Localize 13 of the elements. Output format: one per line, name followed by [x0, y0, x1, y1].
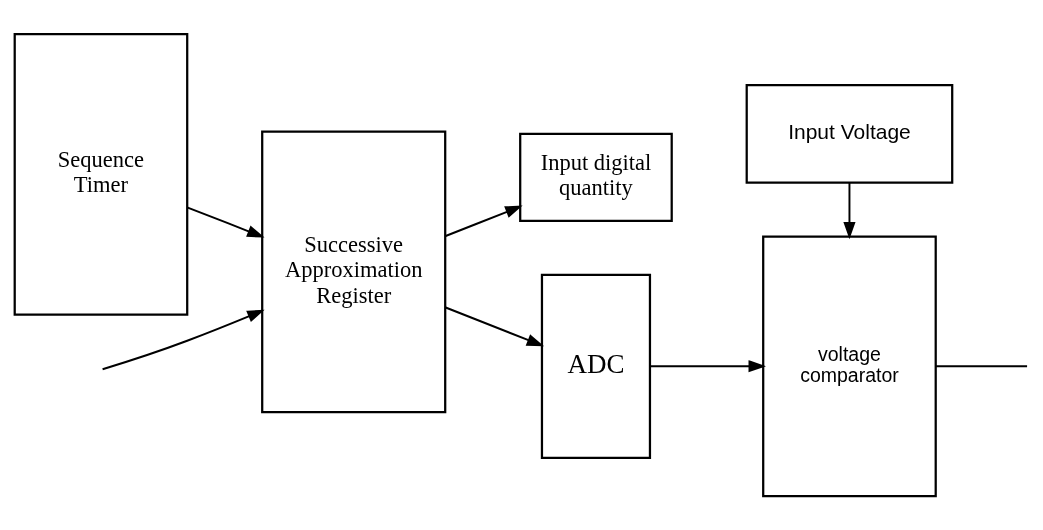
arrow [444, 205, 523, 237]
node-box: Input Voltage [745, 83, 954, 184]
node-box: ADC [540, 273, 652, 459]
arrow [843, 181, 856, 240]
arrow [444, 306, 545, 347]
node-box: Input digital quantity [519, 132, 673, 222]
node-box: Sequence Timer [13, 32, 189, 316]
node-box: voltage comparator [762, 235, 937, 498]
arrow [101, 309, 265, 371]
arrow [649, 360, 766, 373]
connector [935, 365, 1029, 368]
node-box: Successive Approximation Register [261, 130, 447, 414]
arrow [186, 206, 265, 238]
